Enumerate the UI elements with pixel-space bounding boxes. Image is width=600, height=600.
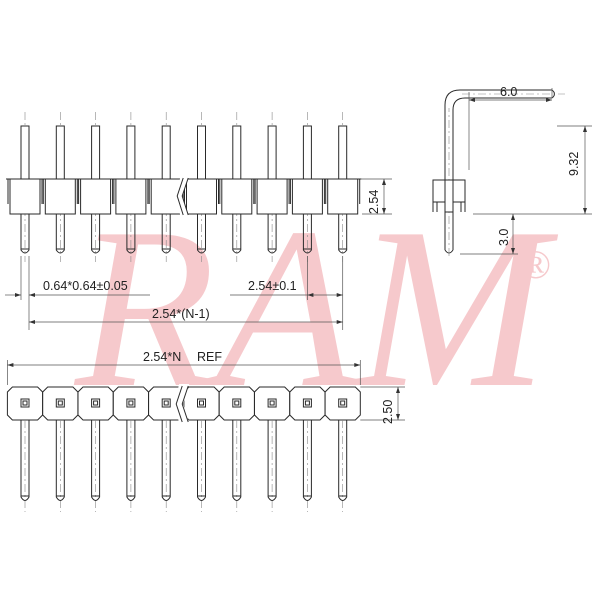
front-pin (253, 112, 292, 262)
front-pin (288, 112, 327, 262)
tail-length-dim: 3.0 (497, 229, 511, 246)
top-pin (289, 386, 326, 512)
registered-mark: ® (520, 242, 550, 287)
bend-length-dim: 6.0 (500, 85, 517, 99)
pitch-dim: 2.54±0.1 (248, 279, 297, 293)
top-pin (6, 386, 44, 512)
top-pin (324, 386, 361, 512)
front-pin (6, 112, 44, 262)
front-pin (111, 112, 150, 262)
front-pin (182, 112, 221, 262)
pin-size-dim: 0.64*0.64±0.05 (43, 279, 128, 293)
body-width-dim: 2.50 (381, 400, 395, 424)
body-height-dim: 2.54 (367, 190, 381, 214)
front-pin (41, 112, 80, 262)
front-pin (217, 112, 256, 262)
front-pin (76, 112, 115, 262)
top-pin (42, 386, 79, 512)
top-pin (218, 386, 255, 512)
overall-length-note: REF (197, 350, 222, 364)
top-pin (77, 386, 114, 512)
height-dim: 9.32 (567, 152, 581, 176)
overall-pitch-dim: 2.54*(N-1) (152, 307, 210, 321)
top-pin (112, 386, 149, 512)
overall-length-dim: 2.54*N (143, 350, 181, 364)
front-pin (323, 112, 362, 262)
top-pin (254, 386, 291, 512)
